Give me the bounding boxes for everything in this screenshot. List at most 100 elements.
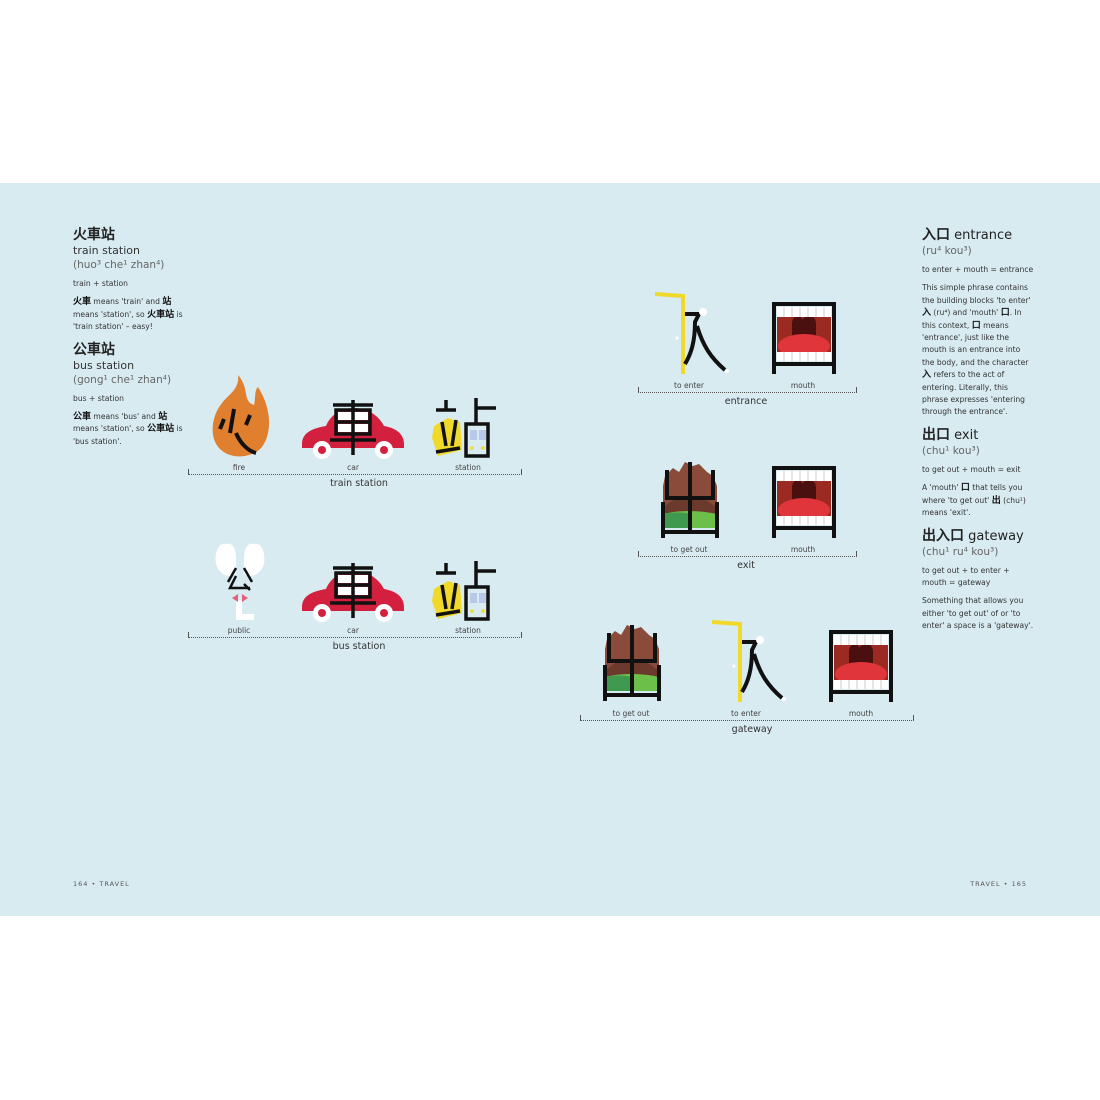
- label-station: station: [455, 463, 481, 472]
- text-segment: means 'station', so: [73, 309, 148, 319]
- entry-paragraph: Something that allows you either 'to get…: [922, 595, 1034, 632]
- enter-icon: [655, 292, 731, 374]
- entry-paragraph: to get out + to enter + mouth = gateway: [922, 565, 1034, 590]
- text-segment: that tells you where 'to get out': [922, 483, 1023, 505]
- text-segment: is 'train station' – easy!: [73, 309, 183, 332]
- chinese-characters: 入: [922, 308, 932, 319]
- bracket: [638, 551, 857, 557]
- text-segment: (chu¹) means 'exit'.: [922, 495, 1026, 518]
- right-text-column: 入口 entrance(ru⁴ kou³)to enter + mouth = …: [922, 227, 1034, 641]
- chinese-characters: 火車站: [147, 309, 175, 320]
- text-segment: refers to the act of entering. Literally…: [922, 370, 1025, 417]
- bracket: [188, 632, 522, 638]
- entry-paragraph: train + station: [73, 278, 183, 290]
- get-out-icon: [601, 625, 663, 703]
- text-segment: Something that allows you either 'to get…: [922, 596, 1034, 631]
- text-segment: to get out + to enter + mouth = gateway: [922, 565, 1010, 587]
- label-mouth: mouth: [790, 545, 816, 554]
- label-public: public: [227, 626, 251, 635]
- glossary-entry: 出入口 gateway(chu¹ ru⁴ kou³) to get out + t…: [922, 528, 1034, 633]
- caption-gateway: gateway: [731, 724, 773, 735]
- chinese-characters: 火車: [73, 297, 92, 308]
- entry-english-title: entrance: [950, 228, 1013, 243]
- text-segment: means 'train' and: [91, 297, 163, 307]
- glossary-entry: 入口 entrance(ru⁴ kou³)to enter + mouth = …: [922, 227, 1034, 419]
- car-icon: [300, 563, 406, 623]
- entry-characters: 出口: [922, 426, 950, 443]
- caption-entrance: entrance: [724, 396, 768, 407]
- chinese-characters: 口: [960, 483, 970, 494]
- entry-characters: 入口: [922, 227, 950, 243]
- bracket: [580, 715, 914, 721]
- entry-heading: 出入口 gateway: [922, 528, 1034, 545]
- label-to-get-out: to get out: [612, 709, 650, 718]
- chinese-characters: 公車: [73, 412, 92, 423]
- entry-characters: 出入口: [922, 527, 964, 544]
- entry-paragraph: This simple phrase contains the building…: [922, 282, 1034, 418]
- label-station: station: [455, 626, 481, 635]
- label-mouth: mouth: [790, 381, 816, 390]
- label-mouth: mouth: [848, 709, 874, 718]
- label-car: car: [347, 463, 359, 472]
- label-to-enter: to enter: [731, 709, 761, 718]
- mouth-icon: [772, 302, 836, 374]
- entry-pinyin: (ru⁴ kou³): [922, 245, 972, 257]
- caption-exit: exit: [737, 560, 755, 571]
- entry-pinyin: (huo³ che¹ zhan⁴): [73, 259, 165, 271]
- page-number-right: TRAVEL • 165: [970, 880, 1027, 888]
- entry-paragraph: bus + station: [73, 393, 183, 405]
- fire-icon: [210, 375, 270, 459]
- chinese-characters: 入: [922, 370, 932, 381]
- entry-paragraph: 公車 means 'bus' and 站 means 'station', so…: [73, 411, 183, 448]
- label-to-get-out: to get out: [670, 545, 708, 554]
- chinese-characters: 公車站: [147, 424, 175, 435]
- entry-paragraph: to enter + mouth = entrance: [922, 264, 1034, 276]
- car-icon: [300, 400, 406, 460]
- entry-heading: 入口 entrance: [922, 227, 1034, 244]
- entry-characters: 公車站: [73, 341, 115, 358]
- entry-pinyin: (gong¹ che¹ zhan⁴): [73, 373, 172, 386]
- entry-pinyin: (chu¹ kou³): [922, 444, 980, 457]
- book-spread: [0, 183, 1100, 916]
- page-number-left: 164 • TRAVEL: [73, 880, 130, 888]
- entry-paragraph: A 'mouth' 口 that tells you where 'to get…: [922, 482, 1034, 519]
- entry-meaning: train station: [73, 244, 140, 257]
- text-segment: to enter + mouth = entrance: [922, 265, 1034, 274]
- entry-paragraph: 火車 means 'train' and 站 means 'station', …: [73, 296, 183, 333]
- text-segment: (ru⁴) and 'mouth': [931, 308, 1001, 318]
- entry-meaning: bus station: [73, 358, 135, 372]
- chinese-characters: 站: [162, 297, 172, 308]
- entry-pinyin: (chu¹ ru⁴ kou³): [922, 545, 999, 558]
- chinese-characters: 口: [1000, 308, 1010, 319]
- entry-english-title: gateway: [964, 528, 1024, 544]
- label-car: car: [347, 626, 359, 635]
- label-fire: fire: [232, 463, 246, 472]
- mouth-icon: [772, 466, 836, 538]
- bracket: [188, 469, 522, 475]
- text-segment: A 'mouth': [922, 483, 961, 493]
- text-segment: means 'station', so: [73, 424, 148, 434]
- caption-train-station: train station: [330, 478, 388, 489]
- entry-english-title: exit: [950, 427, 979, 443]
- text-segment: train + station: [73, 279, 128, 288]
- label-to-enter: to enter: [674, 381, 704, 390]
- entry-characters: 火車站: [73, 227, 115, 243]
- text-segment: . In this context,: [922, 308, 1022, 330]
- text-segment: is 'bus station'.: [73, 424, 183, 446]
- enter-icon: [712, 620, 788, 702]
- entry-heading: 公車站: [73, 342, 183, 359]
- text-segment: This simple phrase contains the building…: [922, 283, 1031, 305]
- chinese-characters: 出: [991, 495, 1001, 506]
- entry-paragraph: to get out + mouth = exit: [922, 464, 1034, 476]
- station-icon: [430, 561, 502, 625]
- chinese-characters: 站: [158, 412, 168, 423]
- chinese-characters: 口: [971, 320, 981, 331]
- bracket: [638, 387, 857, 393]
- text-segment: bus + station: [73, 393, 124, 403]
- station-icon: [430, 398, 502, 462]
- glossary-entry: 出口 exit(chu¹ kou³)to get out + mouth = e…: [922, 427, 1034, 520]
- caption-bus-station: bus station: [332, 641, 386, 652]
